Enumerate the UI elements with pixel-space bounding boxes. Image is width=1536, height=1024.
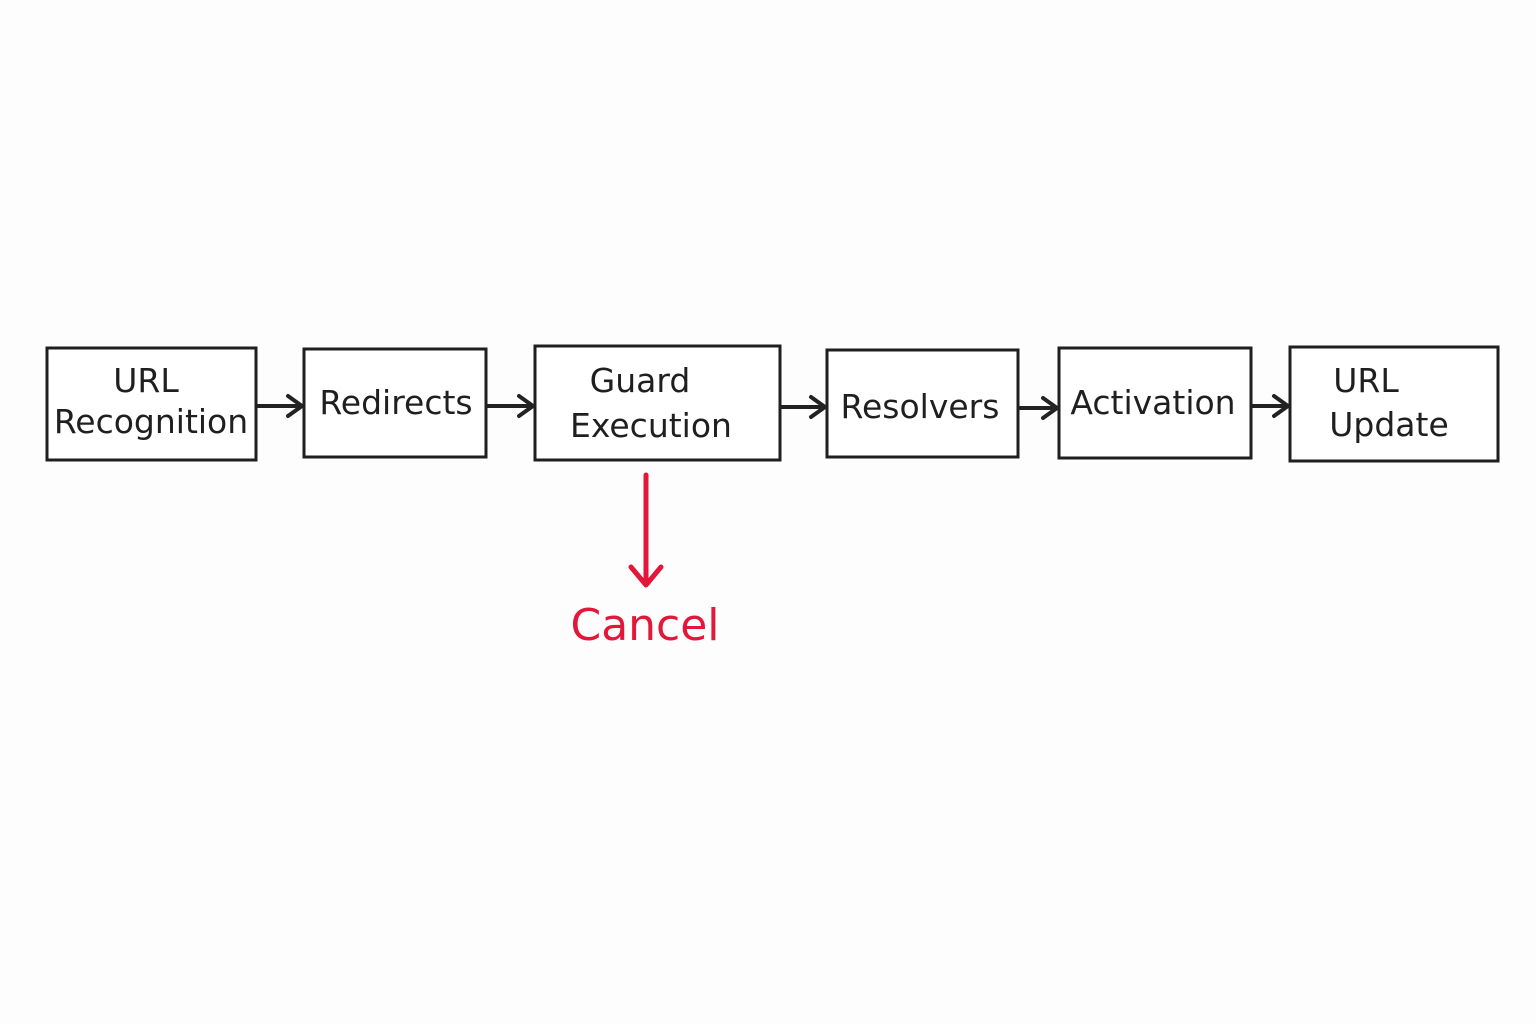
arrow-activation-to-url-update <box>1250 394 1290 418</box>
step-box <box>825 348 1020 459</box>
step-label-line2: Recognition <box>54 402 248 441</box>
arrow-recognition-to-redirects <box>255 394 304 418</box>
step-label-line1: URL <box>113 361 179 400</box>
step-label-line2: Execution <box>570 406 732 445</box>
step-box <box>1057 346 1253 460</box>
step-label-line1: Activation <box>1070 383 1235 422</box>
step-label-line1: Guard <box>590 361 691 400</box>
arrow-guard-to-cancel <box>628 472 664 588</box>
step-box <box>45 346 258 462</box>
step-url-recognition: URL Recognition <box>45 346 258 462</box>
cancel-label: Cancel <box>570 600 719 651</box>
step-guard-execution: Guard Execution <box>533 344 782 462</box>
step-label-line1: Redirects <box>319 383 472 422</box>
step-resolvers: Resolvers <box>825 348 1020 459</box>
step-box <box>533 344 782 462</box>
arrow-resolvers-to-activation <box>1017 396 1059 420</box>
step-url-update: URL Update <box>1288 345 1500 463</box>
step-label-line2: Update <box>1329 405 1449 444</box>
step-activation: Activation <box>1057 346 1253 460</box>
arrow-guard-to-resolvers <box>779 395 827 419</box>
step-label-line1: URL <box>1333 361 1399 400</box>
arrow-redirects-to-guard <box>485 394 535 418</box>
step-box <box>1288 345 1500 463</box>
step-redirects: Redirects <box>302 347 488 459</box>
step-box <box>302 347 488 459</box>
step-label-line1: Resolvers <box>841 387 1000 426</box>
